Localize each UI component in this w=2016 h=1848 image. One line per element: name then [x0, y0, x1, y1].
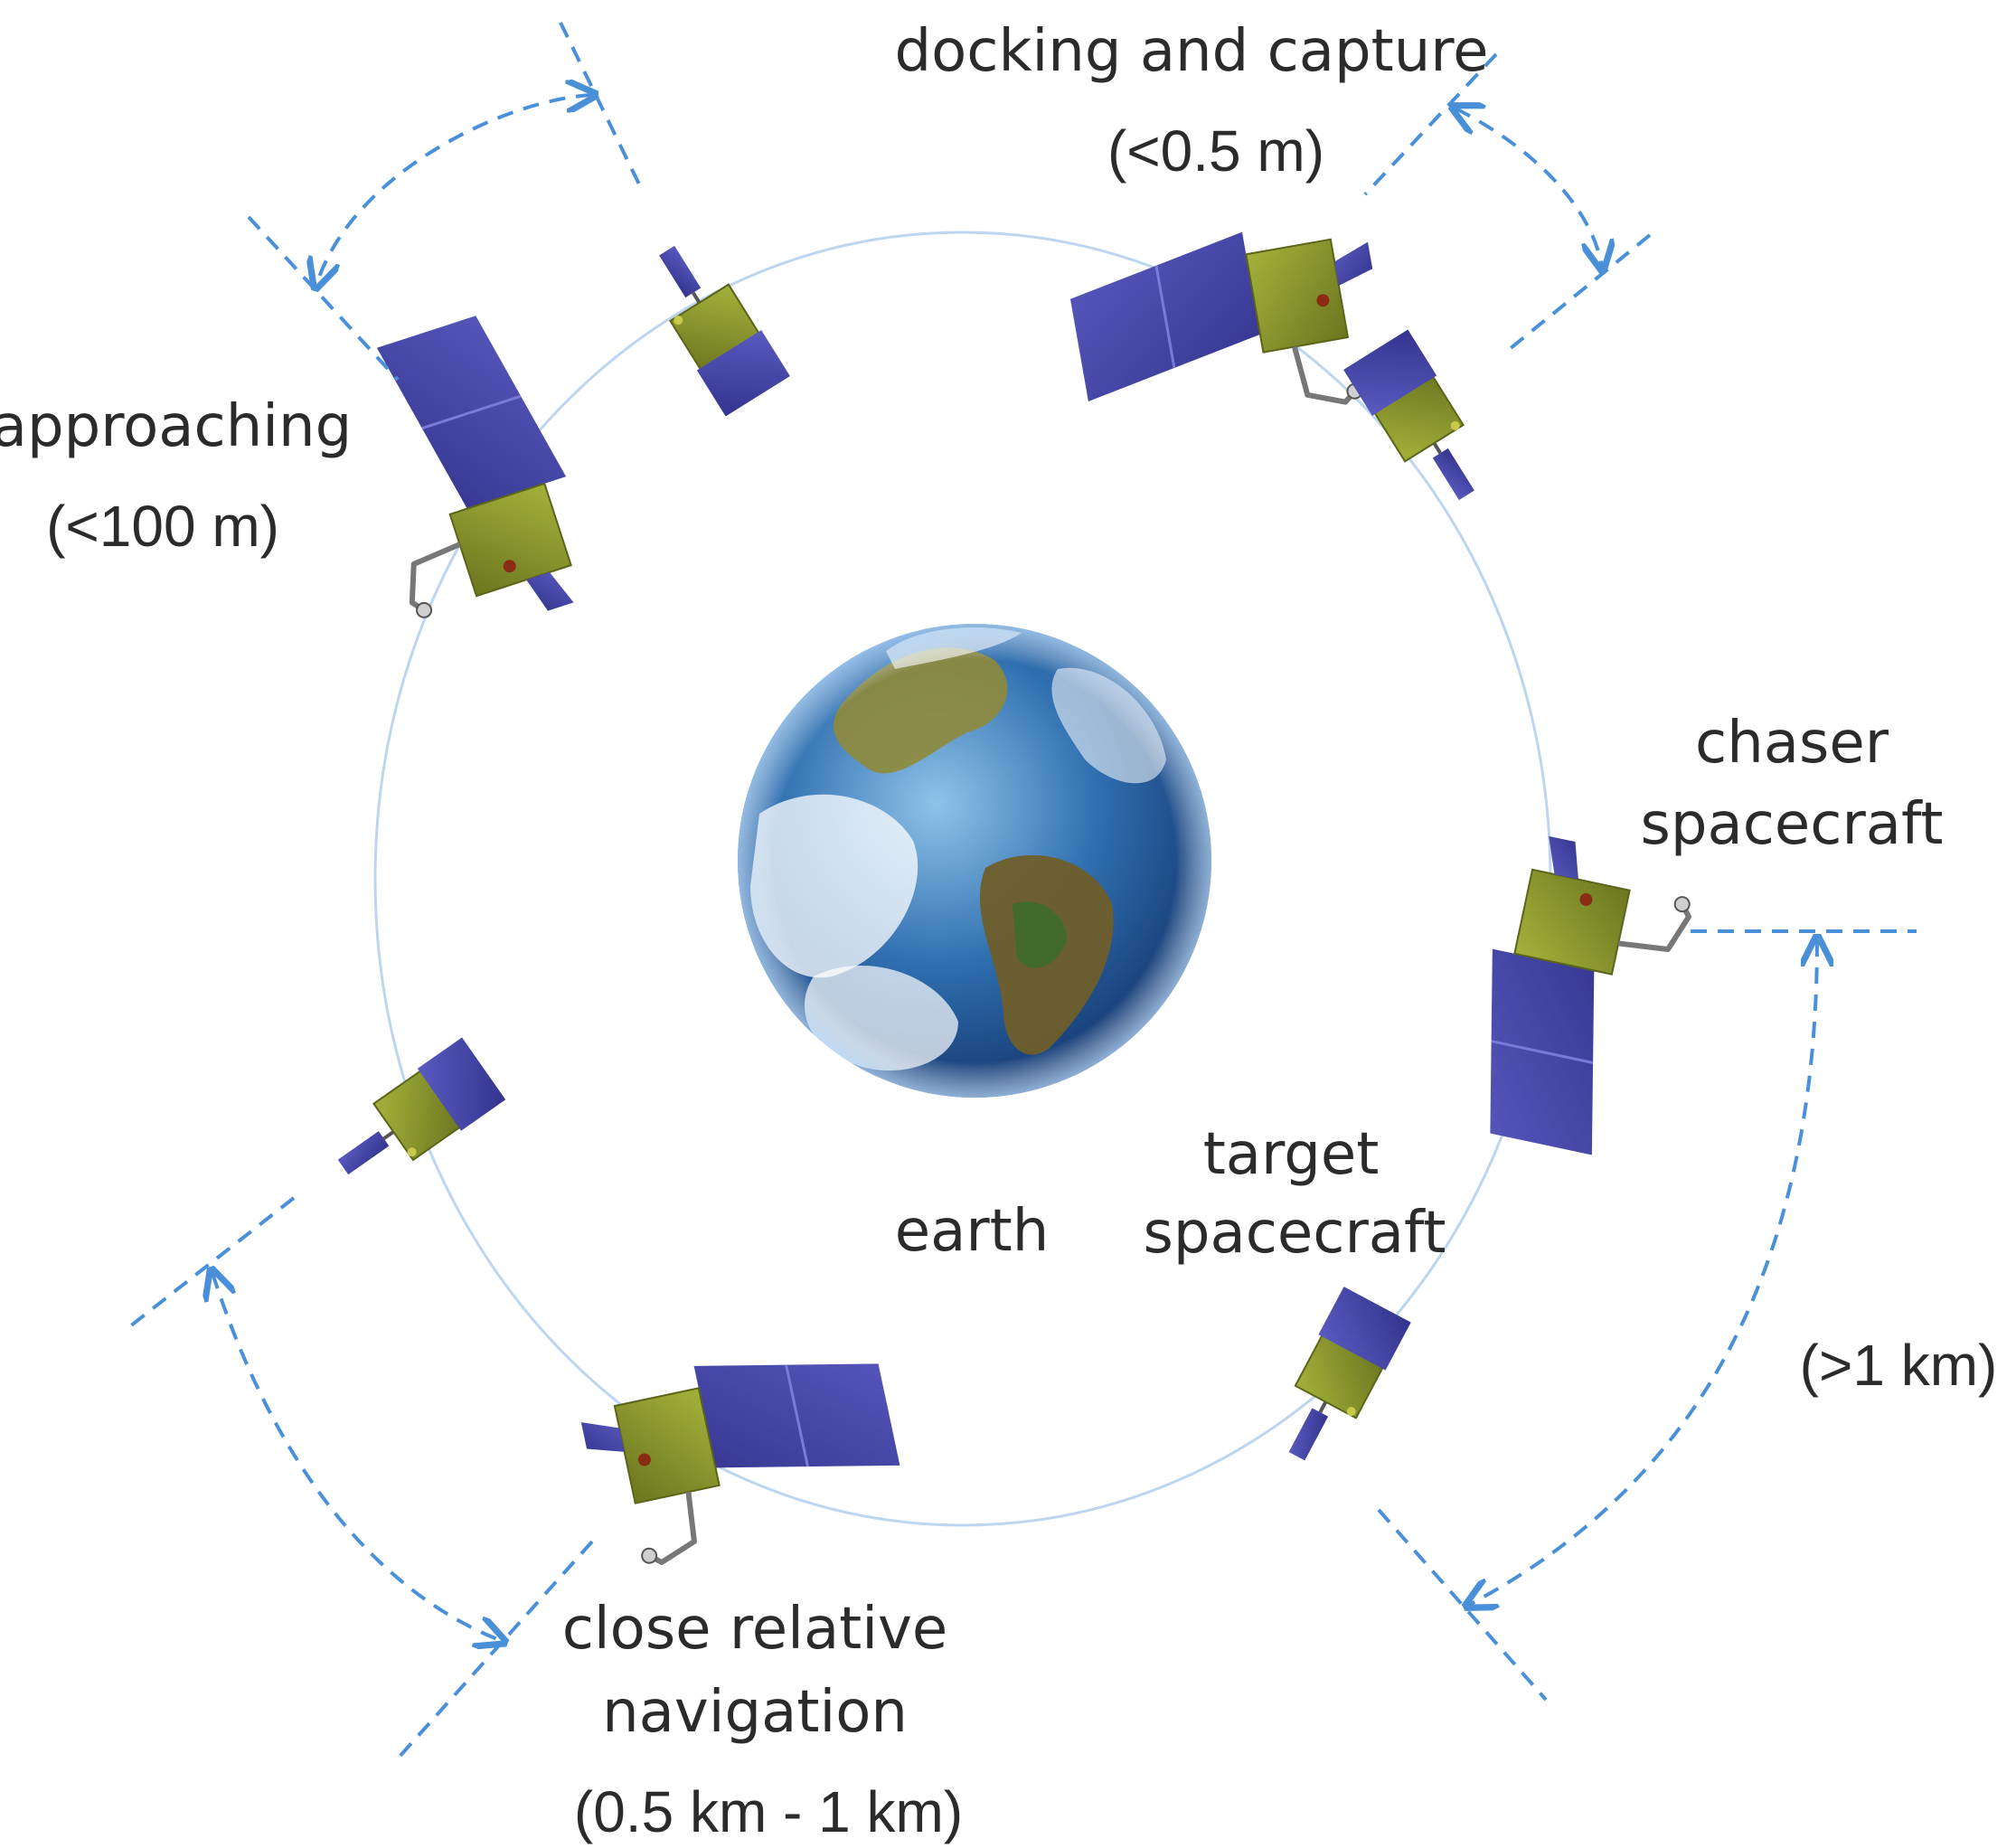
chaser-label-line1: chaser: [1695, 710, 1889, 777]
spacecraft-icon: [319, 1035, 508, 1201]
approaching-range-label: (<100 m): [46, 494, 279, 559]
spacecraft-icon: [1455, 830, 1699, 1164]
docking-label: docking and capture: [894, 18, 1489, 85]
phase-arrow: [1455, 108, 1602, 267]
docking-range-label: (<0.5 m): [1107, 118, 1325, 184]
far-range-label: (>1 km): [1799, 1333, 1998, 1398]
target-label-line2: spacecraft: [1143, 1200, 1446, 1267]
phase-boundary-line: [1503, 233, 1652, 354]
close-nav-range-label: (0.5 km - 1 km): [573, 1779, 964, 1844]
earth-label: earth: [894, 1198, 1050, 1265]
phase-arrow: [1469, 940, 1817, 1605]
spacecraft-icon: [1263, 1287, 1410, 1474]
target-label-line1: target: [1202, 1121, 1380, 1188]
spacecraft-icon: [1064, 211, 1395, 446]
spacecraft-icon: [575, 1328, 909, 1572]
close-nav-label-line1: close relative: [561, 1596, 948, 1663]
spacecraft-icon: [334, 305, 603, 650]
phase-boundary-line: [396, 1540, 594, 1760]
approaching-label: approaching: [0, 393, 353, 460]
phase-boundary-line: [1363, 52, 1498, 196]
phase-boundary-line: [125, 1196, 296, 1331]
earth-globe-icon: [738, 624, 1211, 1098]
phase-boundary-line: [559, 22, 644, 191]
spacecraft-icon: [632, 228, 792, 419]
phase-boundary-line: [1377, 1508, 1548, 1702]
close-nav-label-line2: navigation: [602, 1679, 908, 1746]
phase-arrow: [316, 95, 592, 285]
phase-arrow: [212, 1273, 502, 1641]
phase-boundary-line: [247, 215, 400, 382]
spacecraft-icon: [1342, 327, 1502, 518]
chaser-label-line2: spacecraft: [1640, 791, 1944, 858]
